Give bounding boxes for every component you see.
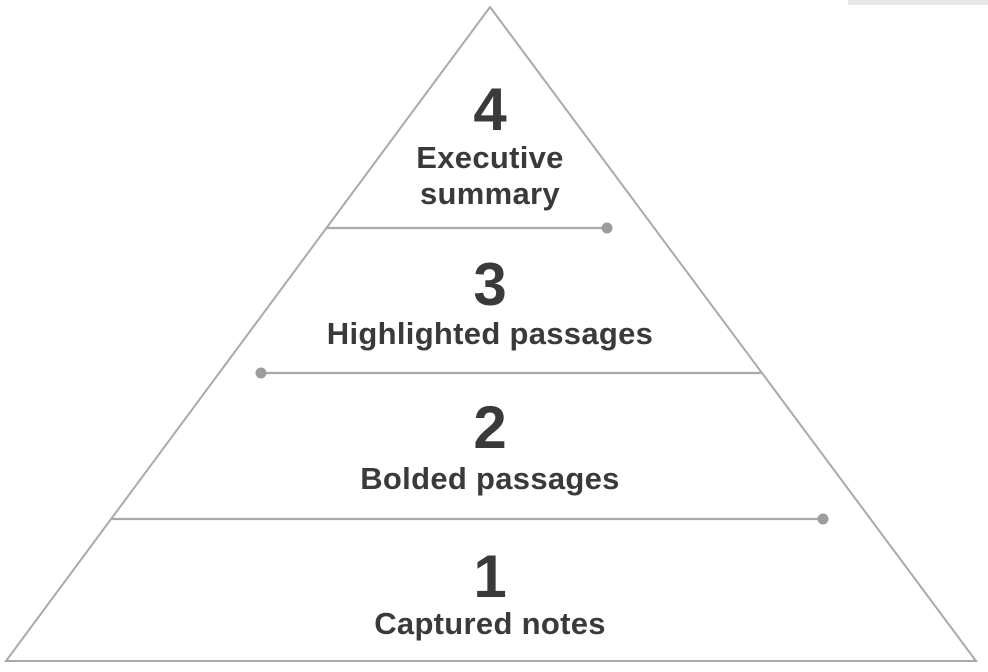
level-3-label: Highlighted passages	[327, 316, 653, 351]
level-2-label: Bolded passages	[360, 461, 619, 496]
level-4-number: 4	[473, 76, 507, 143]
scrollbar-fragment[interactable]	[848, 0, 988, 5]
level-3-number: 3	[473, 251, 506, 318]
level-1-number: 1	[473, 543, 506, 610]
pyramid-outline	[4, 5, 978, 662]
divider-dot-right-2-1	[817, 513, 829, 525]
divider-dot-left-3-2	[255, 367, 267, 379]
level-1-label: Captured notes	[374, 606, 606, 641]
level-2-number: 2	[473, 394, 506, 461]
divider-dot-right-4-3	[601, 222, 613, 234]
level-4-label-line1: Executive	[416, 140, 563, 175]
level-4-label-line2: summary	[420, 176, 560, 211]
